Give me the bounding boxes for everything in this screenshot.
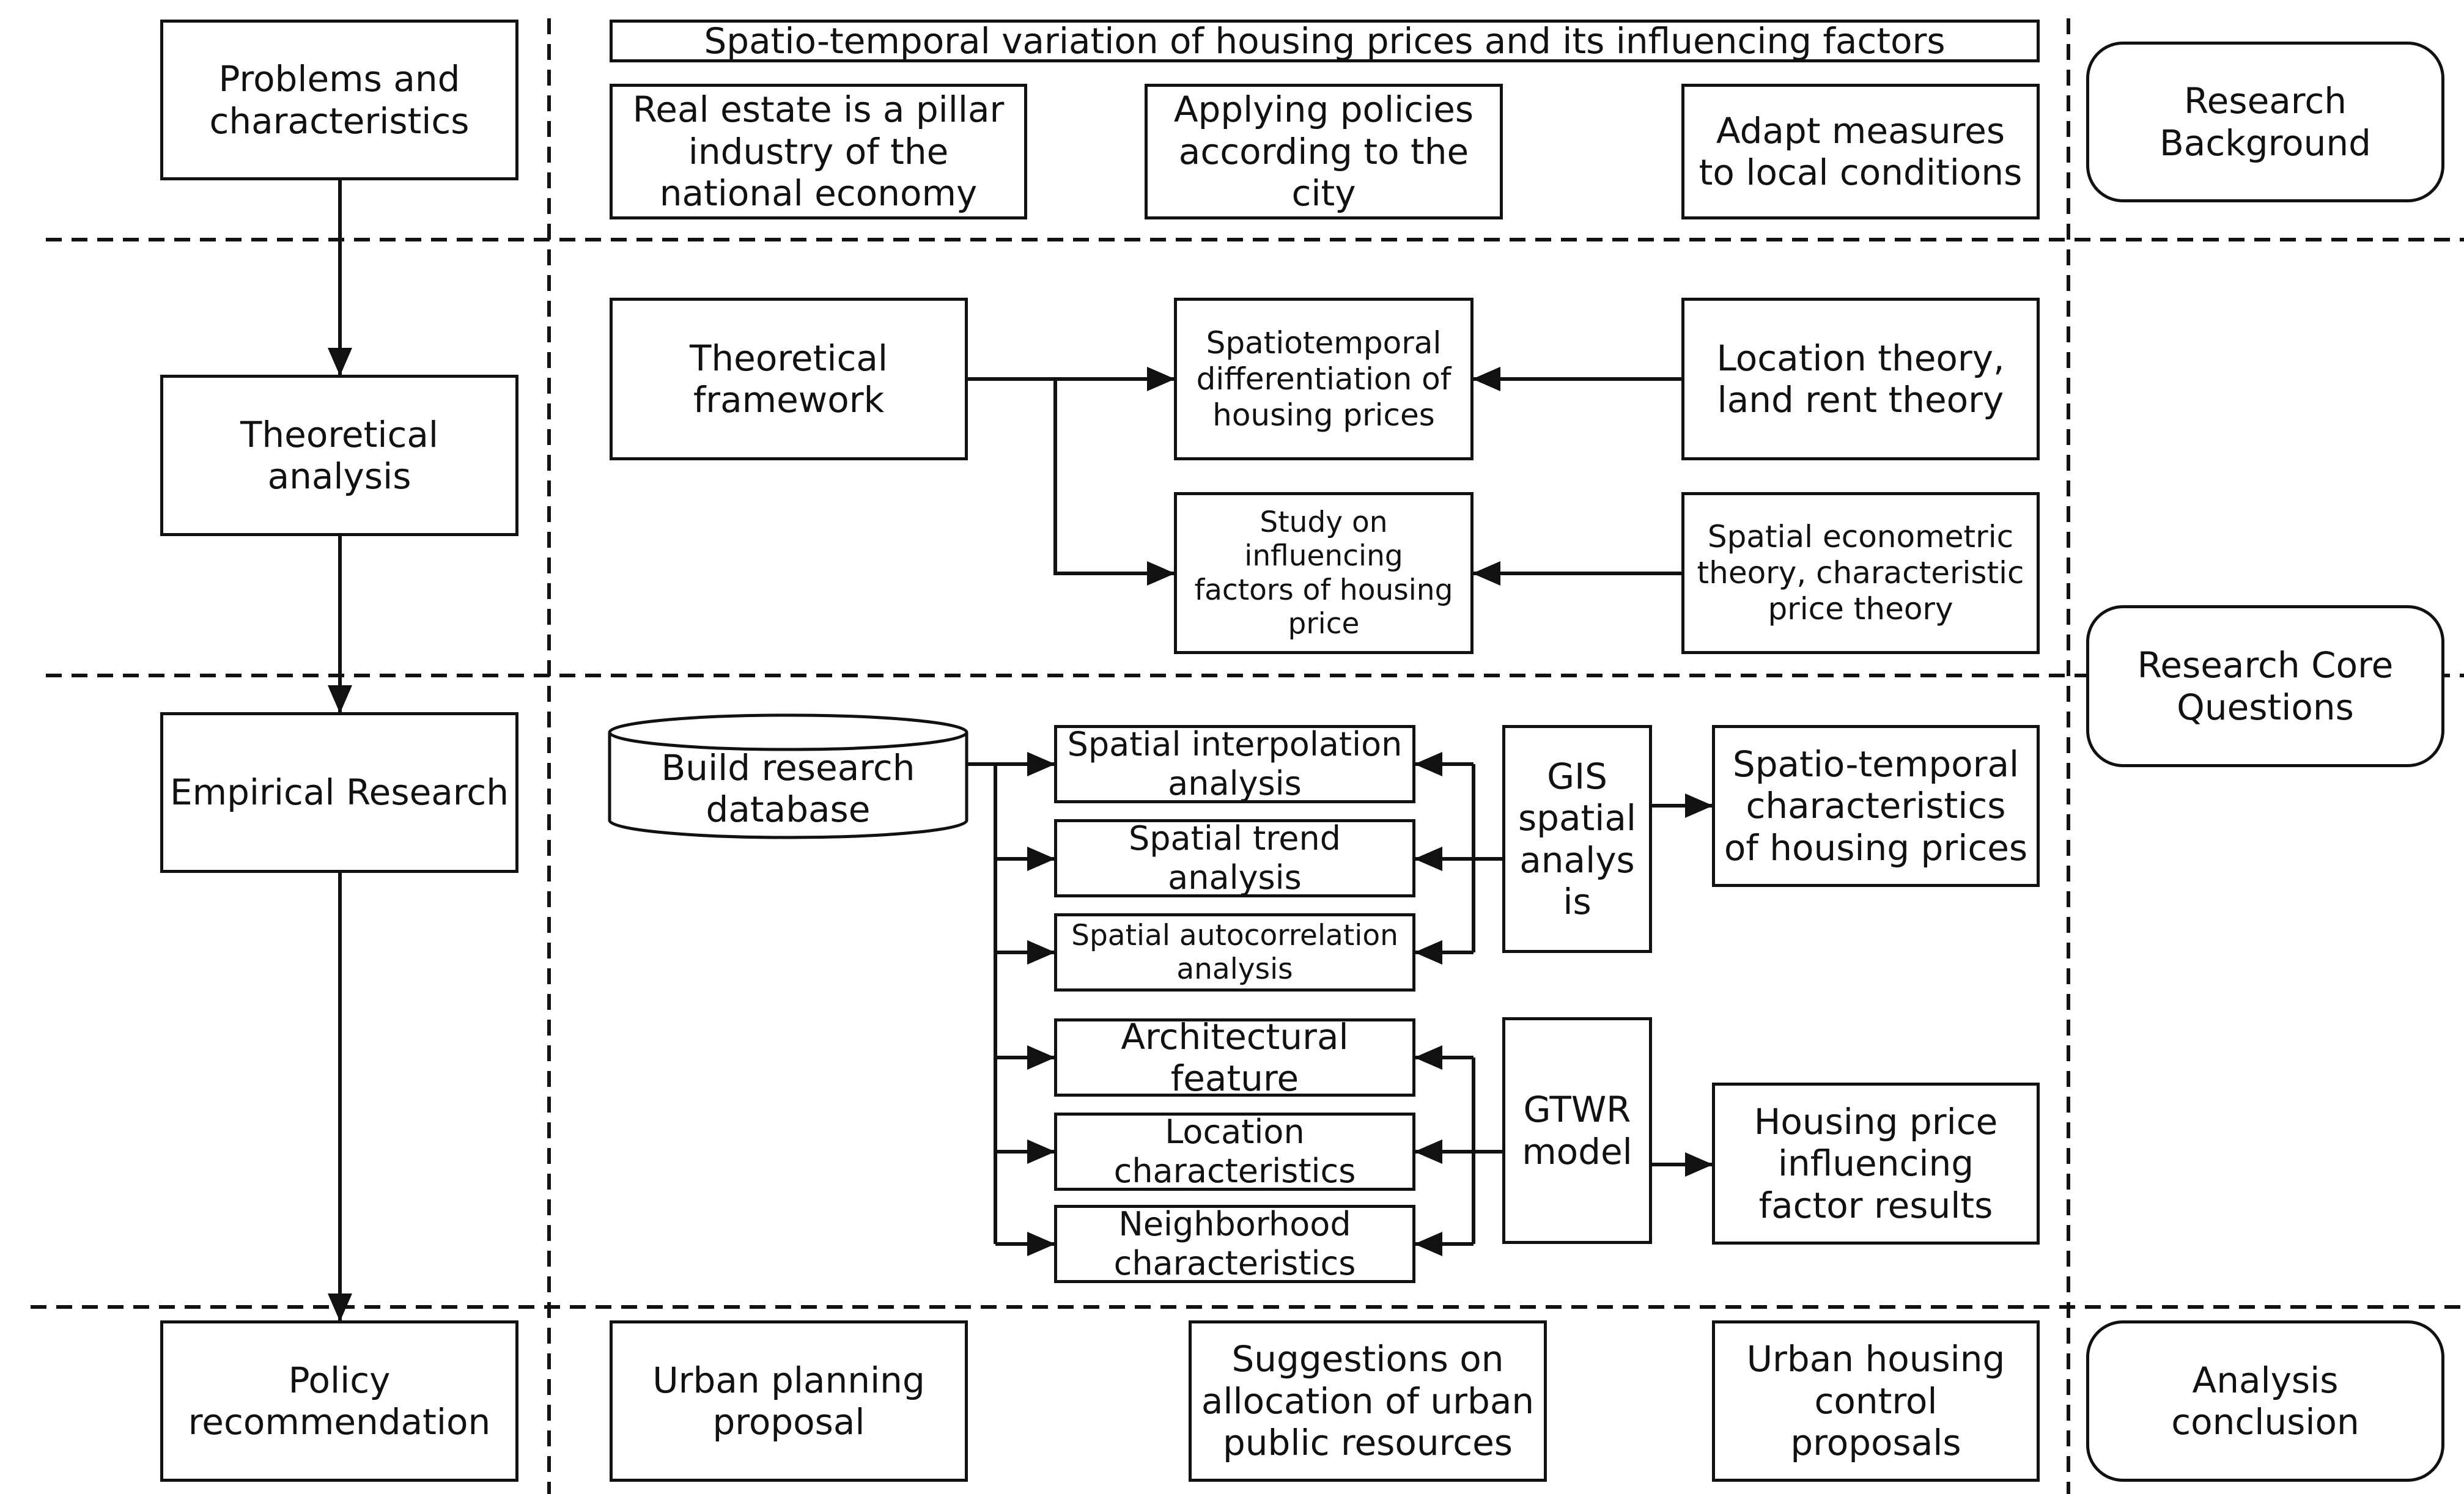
public-resources-label: Suggestions on allocation of urban publi…: [1201, 1338, 1535, 1464]
spatiotemporal-differentiation-box: Spatiotemporal differentiation of housin…: [1174, 298, 1474, 460]
build-database-label: Build research database: [661, 746, 915, 830]
spatio-temporal-results-box: Spatio-temporal characteristics of housi…: [1712, 725, 2040, 887]
econometric-theory-label: Spatial econometric theory, characterist…: [1697, 519, 2024, 627]
empirical-research-box: Empirical Research: [160, 712, 518, 873]
influencing-factors-study-box: Study on influencing factors of housing …: [1174, 492, 1474, 654]
city-policies-label: Applying policies according to the city: [1173, 89, 1474, 215]
spatiotemporal-differentiation-label: Spatiotemporal differentiation of housin…: [1196, 325, 1451, 433]
database-cylinder: [608, 713, 968, 839]
research-background-box: Research Background: [2086, 42, 2444, 202]
housing-control-label: Urban housing control proposals: [1746, 1338, 2005, 1464]
research-core-questions-box: Research Core Questions: [2086, 605, 2444, 767]
theoretical-analysis-label: Theoretical analysis: [240, 413, 438, 497]
influencing-factors-study-label: Study on influencing factors of housing …: [1194, 505, 1453, 641]
spatial-autocorrelation-box: Spatial autocorrelation analysis: [1054, 913, 1415, 992]
neighborhood-characteristics-box: Neighborhood characteristics: [1054, 1205, 1415, 1283]
location-characteristics-label: Location characteristics: [1113, 1113, 1356, 1190]
theoretical-framework-box: Theoretical framework: [610, 298, 968, 460]
gtwr-model-label: GTWR model: [1522, 1089, 1632, 1172]
location-characteristics-box: Location characteristics: [1054, 1113, 1415, 1191]
pillar-industry-box: Real estate is a pillar industry of the …: [610, 84, 1027, 219]
empirical-research-label: Empirical Research: [169, 771, 509, 814]
research-title-box: Spatio-temporal variation of housing pri…: [610, 20, 2040, 62]
research-core-questions-label: Research Core Questions: [2137, 644, 2394, 728]
housing-control-box: Urban housing control proposals: [1712, 1320, 2040, 1482]
factor-results-label: Housing price influencing factor results: [1754, 1100, 1998, 1226]
spatio-temporal-results-label: Spatio-temporal characteristics of housi…: [1724, 743, 2028, 869]
theoretical-framework-label: Theoretical framework: [689, 337, 888, 421]
analysis-conclusion-label: Analysis conclusion: [2171, 1359, 2359, 1443]
policy-recommendation-label: Policy recommendation: [188, 1359, 491, 1443]
factor-results-box: Housing price influencing factor results: [1712, 1083, 2040, 1245]
urban-planning-label: Urban planning proposal: [652, 1359, 925, 1443]
local-conditions-label: Adapt measures to local conditions: [1699, 109, 2023, 193]
problems-characteristics-label: Problems and characteristics: [209, 58, 470, 142]
theoretical-analysis-box: Theoretical analysis: [160, 375, 518, 536]
spatial-autocorrelation-label: Spatial autocorrelation analysis: [1071, 918, 1398, 986]
analysis-conclusion-box: Analysis conclusion: [2086, 1320, 2444, 1482]
pillar-industry-label: Real estate is a pillar industry of the …: [632, 89, 1005, 215]
gis-spatial-analysis-box: GIS spatial analys is: [1502, 725, 1652, 953]
spatial-trend-box: Spatial trend analysis: [1054, 819, 1415, 897]
policy-recommendation-box: Policy recommendation: [160, 1320, 518, 1482]
spatial-interpolation-box: Spatial interpolation analysis: [1054, 725, 1415, 803]
location-theory-box: Location theory, land rent theory: [1681, 298, 2040, 460]
gis-spatial-analysis-label: GIS spatial analys is: [1518, 755, 1637, 922]
spatial-interpolation-label: Spatial interpolation analysis: [1067, 725, 1403, 803]
problems-characteristics-box: Problems and characteristics: [160, 20, 518, 180]
public-resources-box: Suggestions on allocation of urban publi…: [1189, 1320, 1547, 1482]
architectural-feature-label: Architectural feature: [1121, 1018, 1349, 1097]
neighborhood-characteristics-label: Neighborhood characteristics: [1113, 1205, 1356, 1282]
econometric-theory-box: Spatial econometric theory, characterist…: [1681, 492, 2040, 654]
gtwr-model-box: GTWR model: [1502, 1017, 1652, 1244]
arrow-framework-to-factors-study: [1053, 379, 1175, 586]
research-background-label: Research Background: [2159, 80, 2372, 164]
architectural-feature-box: Architectural feature: [1054, 1018, 1415, 1097]
spatial-trend-label: Spatial trend analysis: [1129, 819, 1341, 897]
local-conditions-box: Adapt measures to local conditions: [1681, 84, 2040, 219]
location-theory-label: Location theory, land rent theory: [1716, 337, 2005, 421]
city-policies-box: Applying policies according to the city: [1145, 84, 1503, 219]
urban-planning-box: Urban planning proposal: [610, 1320, 968, 1482]
research-title-label: Spatio-temporal variation of housing pri…: [704, 20, 1946, 62]
